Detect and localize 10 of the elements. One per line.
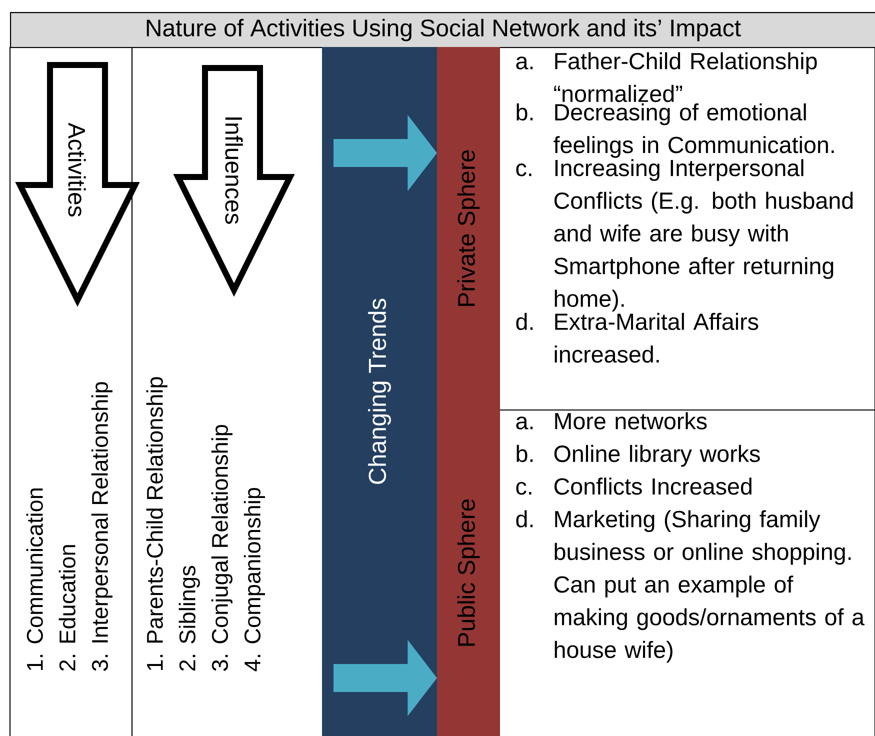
item-list: a. More networks b. Online library works c. Conflicts Increased d. Marketing (Sharing family business or online shopping. Can put an example of making goods/ornaments of a house wife) xyxy=(516,412,864,663)
header-band: Nature of Activities Using Social Network and its’ Impact xyxy=(10,12,875,48)
trend-band: Changing Trends xyxy=(322,47,437,736)
node-label: Private Sphere xyxy=(457,150,480,306)
sphere-band: Private Sphere xyxy=(437,47,500,410)
sphere-band: Public Sphere xyxy=(437,410,500,736)
item-list: 1. Parents-Child Relationship 2. Siblings 3. Conjugal Relationship 4. Companionship xyxy=(146,377,265,672)
node-label: Public Sphere xyxy=(457,499,480,646)
item-list: 1. Communication 2. Education 3. Interpersonal Relationship xyxy=(26,382,112,671)
item-list: a. Father-Child Relationship “normalized” b. Decreasing of emotional feelings in Communication. c. Increasing Interpersonal Conflicts (E.g. both husband and wife are busy with Smartphone after returning home). d. Extra-Marital Affairs increased. xyxy=(516,52,853,363)
